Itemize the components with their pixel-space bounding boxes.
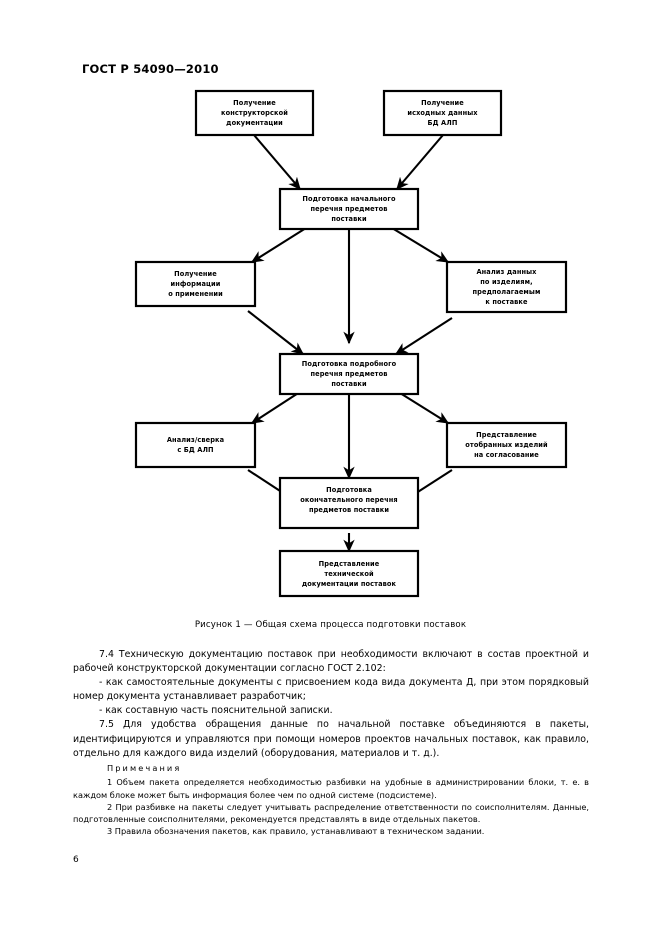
- notes-section: Примечания 1 Объем пакета определяется н…: [73, 762, 589, 838]
- flow-box-line: Получение: [174, 270, 217, 278]
- note-item: 3 Правила обозначения пакетов, как прави…: [107, 826, 485, 837]
- flow-box-line: Представление: [319, 560, 380, 568]
- flow-box-line: информации: [171, 280, 221, 288]
- flow-box-line: Анализ данных: [476, 268, 537, 276]
- flow-box-analiz-sverka-s-bd-alp: Анализ/сверка с БД АЛП: [167, 436, 224, 454]
- clause-7-4-paragraph: 7.4 Техническую документацию поставок пр…: [73, 649, 589, 675]
- flow-box-line: конструкторской: [221, 109, 288, 117]
- flow-box-line: Подготовка начального: [302, 195, 396, 203]
- flow-box-line: поставки: [331, 215, 367, 223]
- flow-box-line: отобранных изделий: [465, 441, 548, 449]
- flow-box-line: перечня предметов: [311, 370, 388, 378]
- flow-box-line: к поставке: [485, 298, 528, 306]
- flow-box-line: на согласование: [474, 451, 539, 459]
- clause-7-4-bullet-1: - как самостоятельные документы с присво…: [73, 677, 589, 703]
- flow-box-line: документации: [226, 119, 283, 127]
- flow-box-poluchenie-konstruktorskoy-dokumentatsii: Получение конструкторской документации: [221, 99, 288, 127]
- notes-heading: Примечания: [107, 763, 182, 773]
- clause-7-4-bullet-2: - как составную часть пояснительной запи…: [99, 705, 333, 717]
- flow-box-podgotovka-nachalnogo-perechnya: Подготовка начального перечня предметов …: [302, 195, 396, 223]
- flow-box-line: Получение: [421, 99, 464, 107]
- flow-box-analiz-dannyh-po-izdeliyam: Анализ данных по изделиям, предполагаемы…: [473, 268, 541, 306]
- flow-box-poluchenie-informatsii-o-primenenii: Получение информации о применении: [168, 270, 223, 298]
- flow-box-line: технической: [324, 570, 374, 578]
- flow-box-line: по изделиям,: [480, 278, 532, 286]
- standard-number-header: ГОСТ Р 54090—2010: [82, 62, 219, 76]
- flow-box-line: Получение: [233, 99, 276, 107]
- flow-box-line: предметов поставки: [309, 506, 389, 514]
- flow-box-line: Анализ/сверка: [167, 436, 224, 444]
- flow-box-predstavlenie-tehnicheskoy-dokumentatsii: Представление технической документации п…: [302, 560, 397, 588]
- flow-box-predstavlenie-otobrannyh-izdeliy: Представление отобранных изделий на согл…: [465, 431, 548, 459]
- flow-box-podgotovka-okonchatelnogo-perechnya: Подготовка окончательного перечня предме…: [300, 486, 397, 514]
- page-number: 6: [73, 855, 79, 865]
- note-item: 1 Объем пакета определяется необходимост…: [73, 777, 589, 800]
- flow-box-line: исходных данных: [407, 109, 478, 117]
- flow-box-line: окончательного перечня: [300, 496, 397, 504]
- clause-7-5-paragraph: 7.5 Для удобства обращения данные по нач…: [73, 719, 589, 759]
- flow-box-line: о применении: [168, 290, 223, 298]
- figure-caption: Рисунок 1 — Общая схема процесса подгото…: [194, 620, 467, 630]
- flow-box-line: с БД АЛП: [177, 446, 213, 454]
- flow-box-line: поставки: [331, 380, 367, 388]
- flow-box-poluchenie-ishodnyh-dannyh-bd-alp: Получение исходных данных БД АЛП: [407, 99, 478, 127]
- figure-1-flowchart: Получение конструкторской документации П…: [0, 88, 661, 613]
- flow-box-line: документации поставок: [302, 580, 397, 588]
- flow-box-line: перечня предметов: [311, 205, 388, 213]
- body-text-section: 7.4 Техническую документацию поставок пр…: [73, 648, 589, 761]
- flow-box-line: предполагаемым: [473, 288, 541, 296]
- flow-box-line: БД АЛП: [428, 119, 458, 127]
- flow-box-line: Подготовка подробного: [302, 360, 397, 368]
- flow-box-line: Представление: [476, 431, 537, 439]
- flow-box-podgotovka-podrobnogo-perechnya: Подготовка подробного перечня предметов …: [302, 360, 397, 388]
- note-item: 2 При разбивке на пакеты следует учитыва…: [73, 801, 589, 825]
- flow-box-line: Подготовка: [326, 486, 372, 494]
